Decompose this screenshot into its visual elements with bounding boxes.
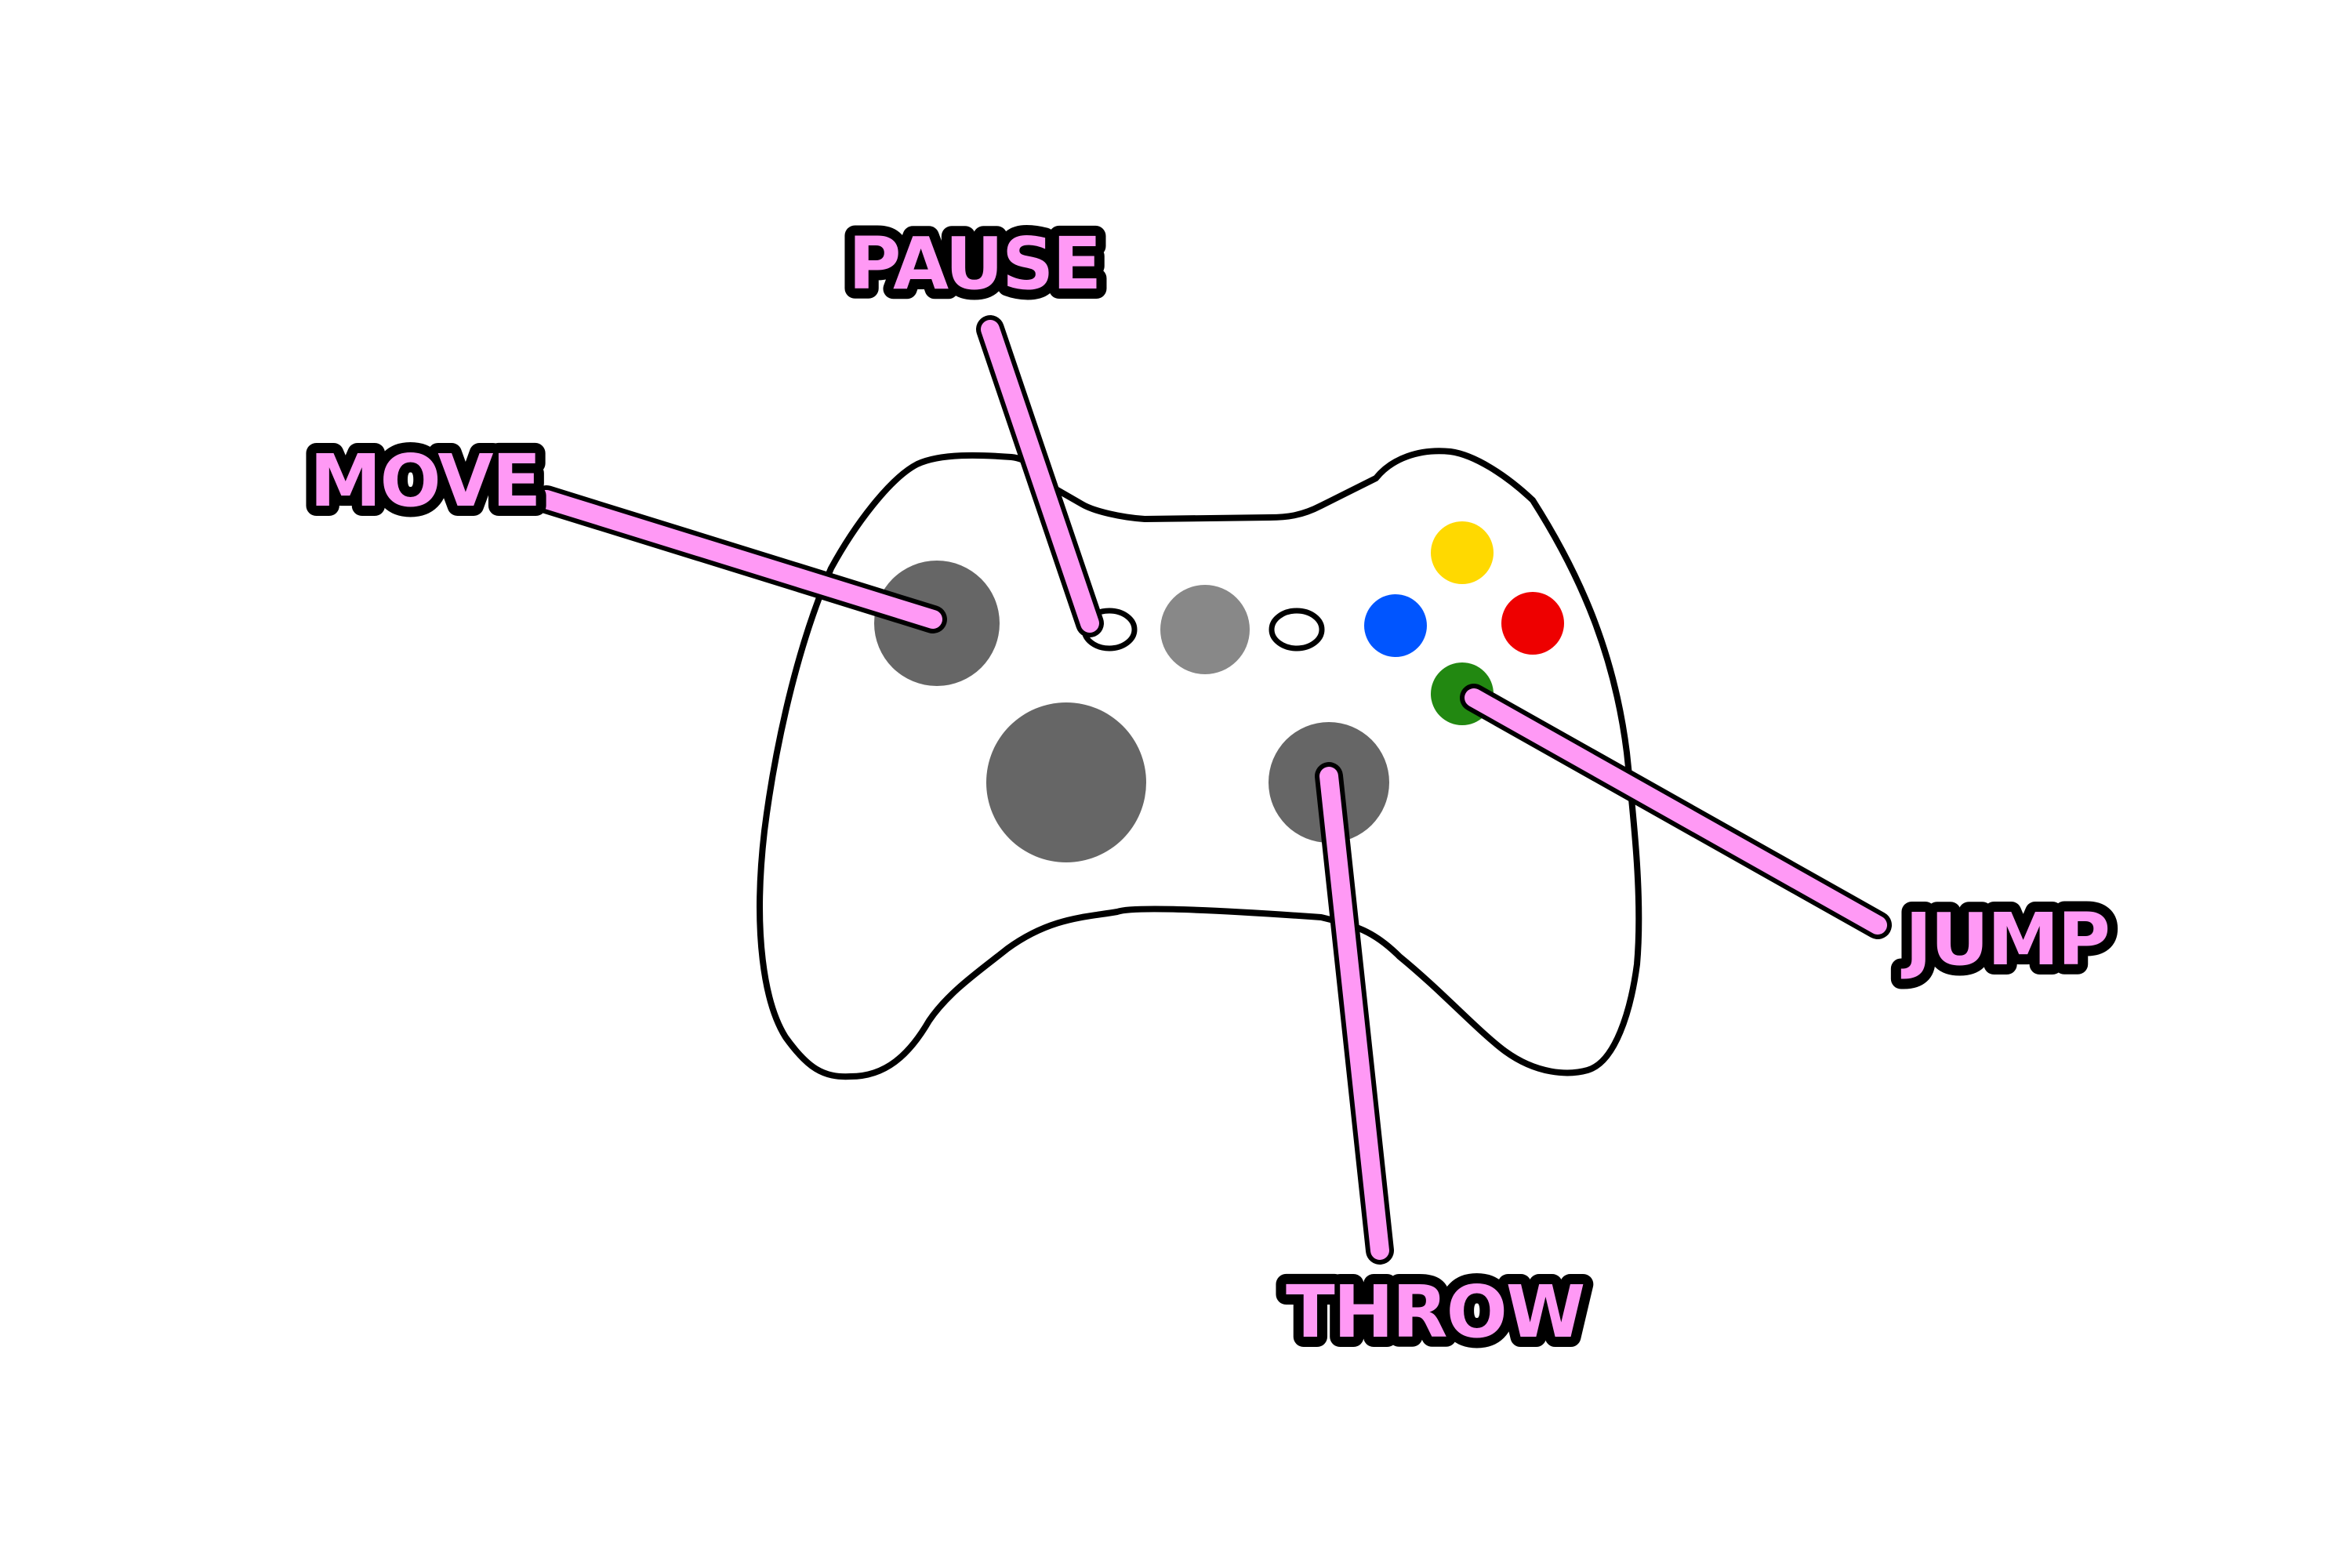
- dpad[interactable]: [986, 702, 1146, 862]
- pause-callout-line: [981, 320, 1099, 633]
- pause-label: PAUSE: [848, 222, 1100, 306]
- throw-label: THROW: [1286, 1270, 1584, 1354]
- controller-body: [757, 448, 1642, 1080]
- throw-callout-line: [1319, 767, 1389, 1260]
- button-y[interactable]: [1431, 521, 1494, 584]
- button-x[interactable]: [1364, 594, 1427, 657]
- jump-label: JUMP: [1900, 898, 2109, 982]
- start-button[interactable]: [1269, 608, 1325, 652]
- move-label: MOVE: [310, 439, 539, 523]
- callout-lines: [537, 320, 1887, 1260]
- button-b[interactable]: [1501, 592, 1564, 655]
- jump-callout-line: [1465, 688, 1887, 935]
- guide-button[interactable]: [1160, 585, 1250, 674]
- move-callout-line: [537, 490, 942, 629]
